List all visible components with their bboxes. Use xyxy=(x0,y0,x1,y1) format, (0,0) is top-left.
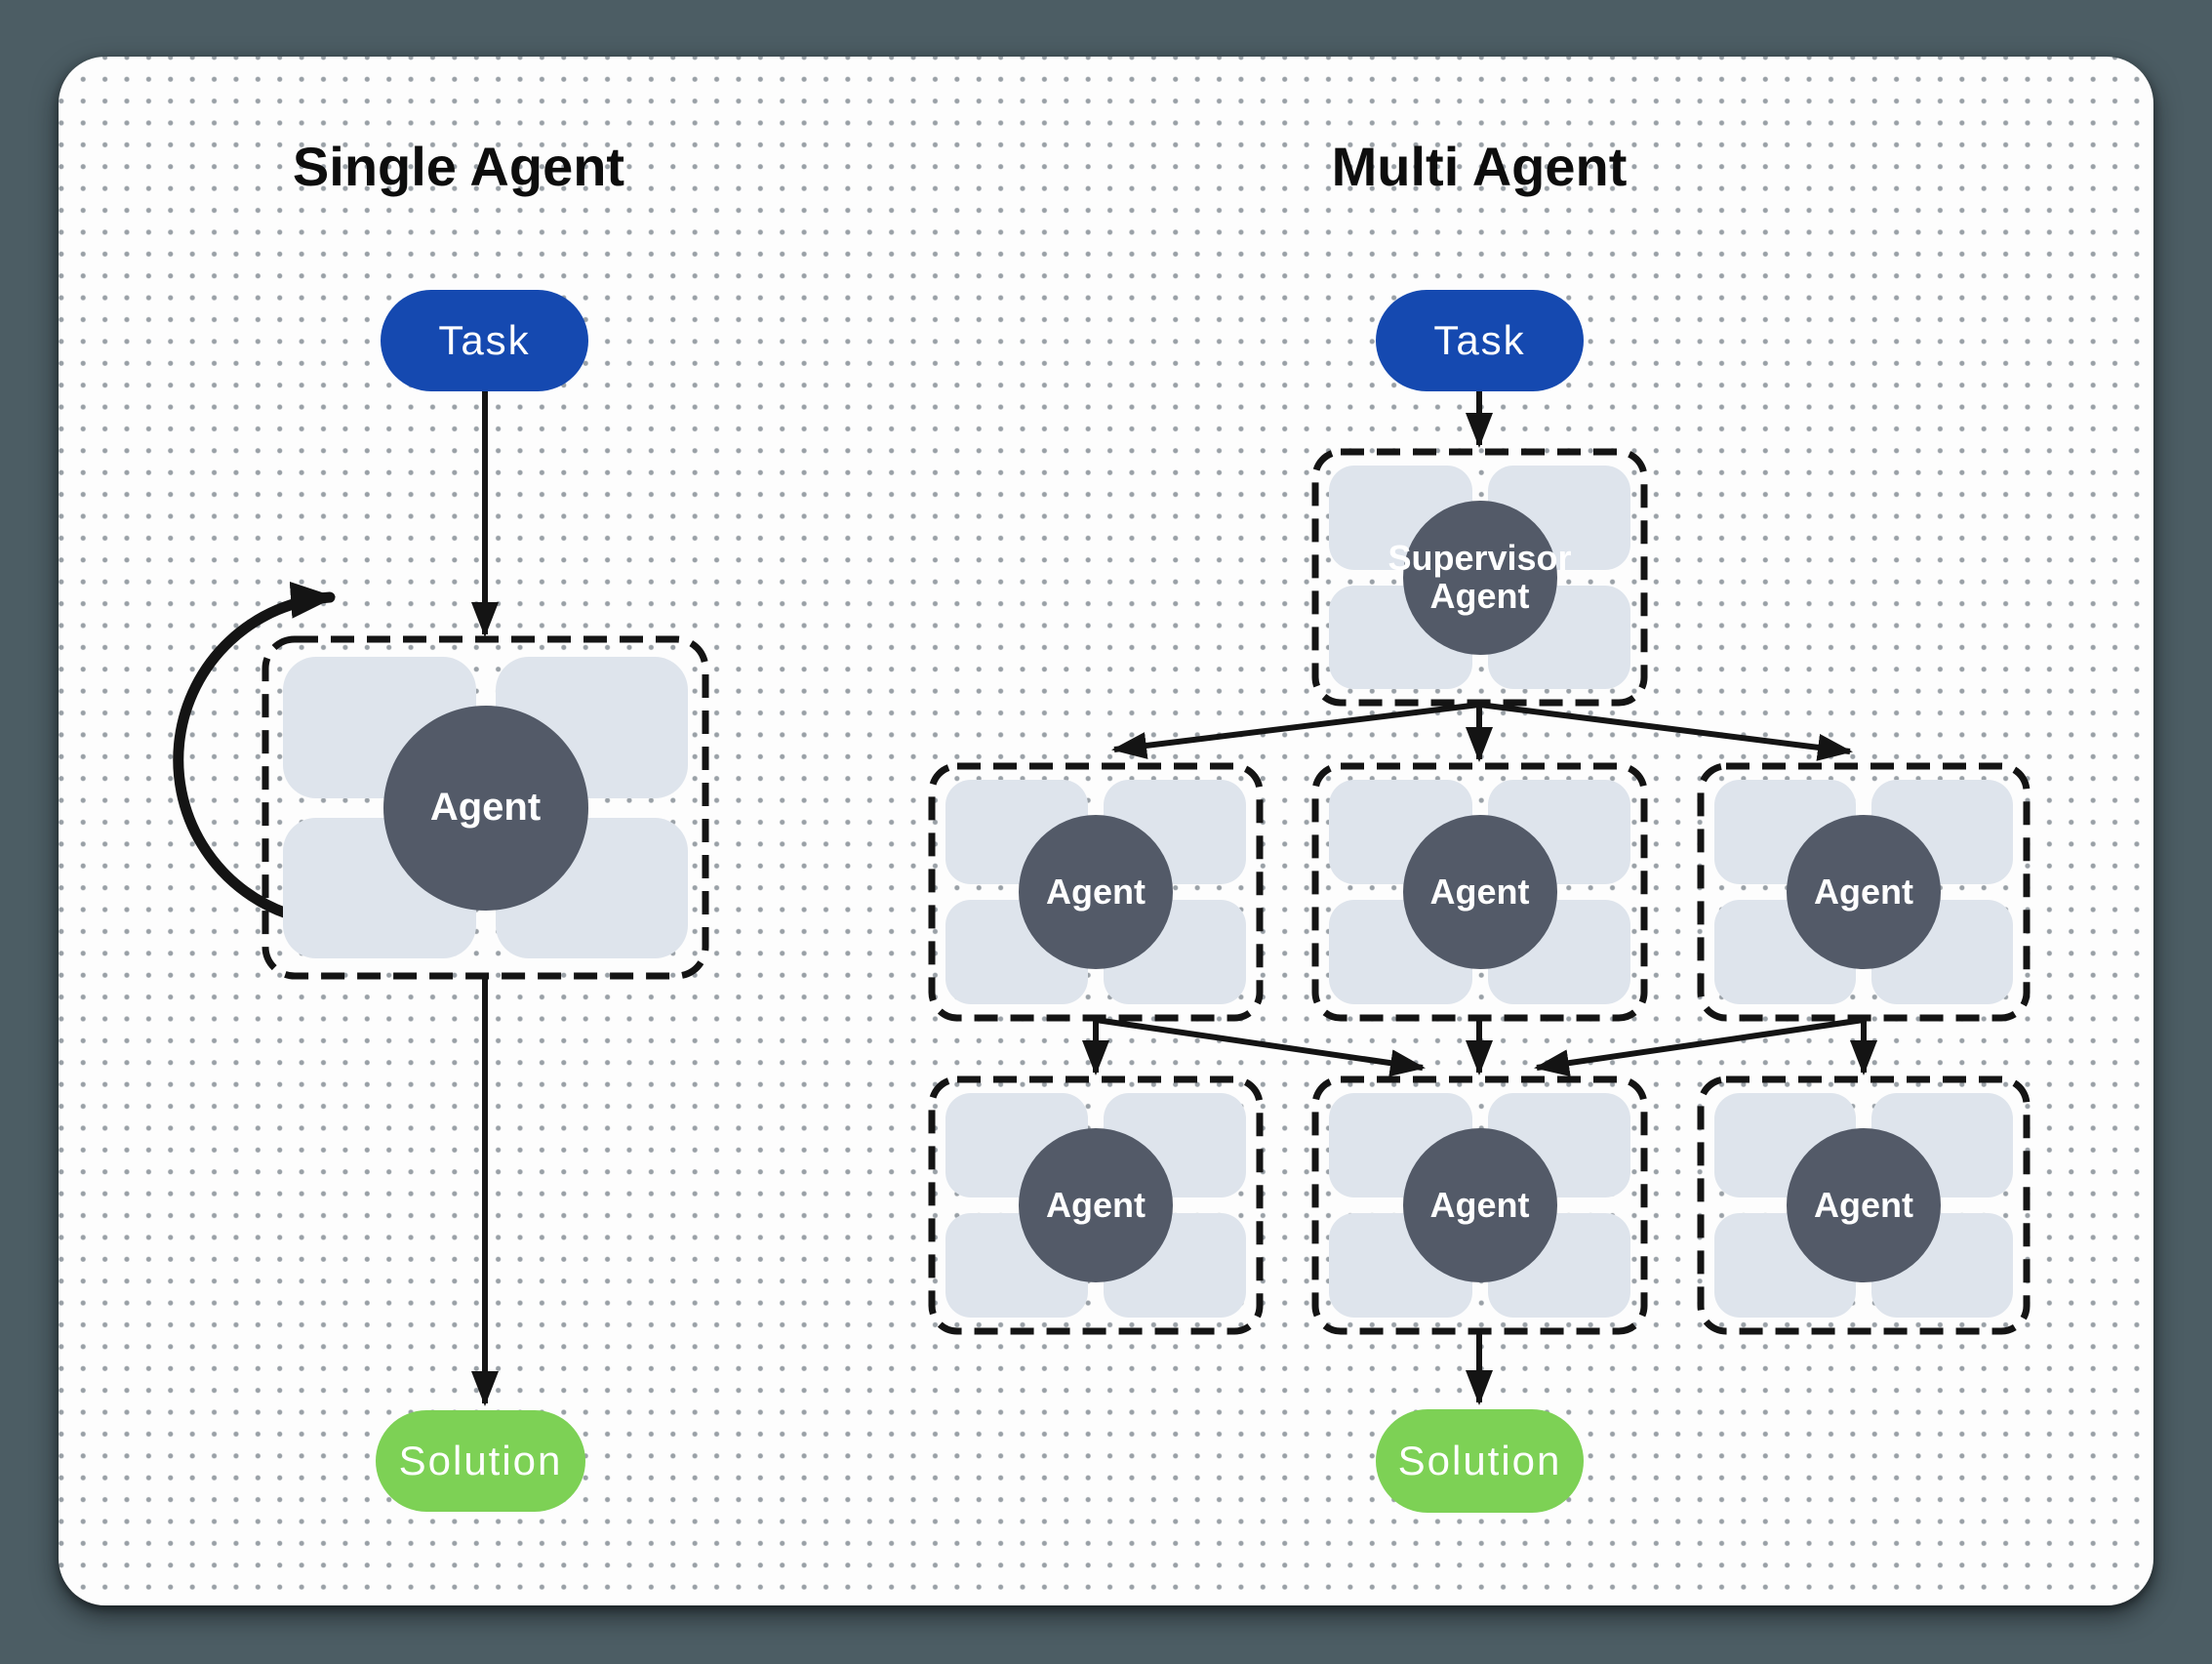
worker-agent-box-r1c2: Agent xyxy=(1315,766,1644,1018)
agent-circle: Agent xyxy=(1787,815,1941,969)
worker-agent-box-r1c3: Agent xyxy=(1701,766,2027,1018)
agent-label: Agent xyxy=(1429,871,1530,912)
agent-label: Agent xyxy=(1046,871,1146,912)
supervisor-label-line2: Agent xyxy=(1429,575,1530,616)
agent-circle: Agent xyxy=(1402,815,1557,969)
worker-agent-box-r2c1: Agent xyxy=(932,1079,1260,1331)
agent-circle: Agent xyxy=(1402,1128,1557,1282)
multi-agent-title: Multi Agent xyxy=(1331,136,1628,197)
worker-agent-box-r2c3: Agent xyxy=(1701,1079,2027,1331)
single-agent-title: Single Agent xyxy=(292,136,625,197)
supervisor-agent-box: Supervisor Agent xyxy=(1315,452,1644,703)
task-node-single: Task xyxy=(381,290,588,391)
supervisor-label-line1: Supervisor xyxy=(1388,537,1572,578)
worker-agent-box-r2c2: Agent xyxy=(1315,1079,1644,1331)
agent-label: Agent xyxy=(1814,1184,1913,1225)
solution-node-multi: Solution xyxy=(1376,1409,1584,1513)
single-agent-box: Agent xyxy=(265,639,705,976)
task-node-multi: Task xyxy=(1376,290,1584,391)
agent-circle: Agent xyxy=(1019,815,1173,969)
solution-label: Solution xyxy=(1397,1438,1562,1483)
agent-label: Agent xyxy=(429,785,542,829)
agent-circle: Agent xyxy=(1019,1128,1173,1282)
agent-circle: Agent xyxy=(382,705,588,911)
supervisor-circle: Supervisor Agent xyxy=(1388,500,1572,655)
worker-agent-box-r1c1: Agent xyxy=(932,766,1260,1018)
task-label: Task xyxy=(438,317,531,363)
agent-label: Agent xyxy=(1814,871,1913,912)
solution-label: Solution xyxy=(398,1438,563,1483)
task-label: Task xyxy=(1433,317,1526,363)
agent-circle: Agent xyxy=(1787,1128,1941,1282)
agent-label: Agent xyxy=(1429,1184,1530,1225)
agent-label: Agent xyxy=(1046,1184,1146,1225)
solution-node-single: Solution xyxy=(376,1410,585,1512)
